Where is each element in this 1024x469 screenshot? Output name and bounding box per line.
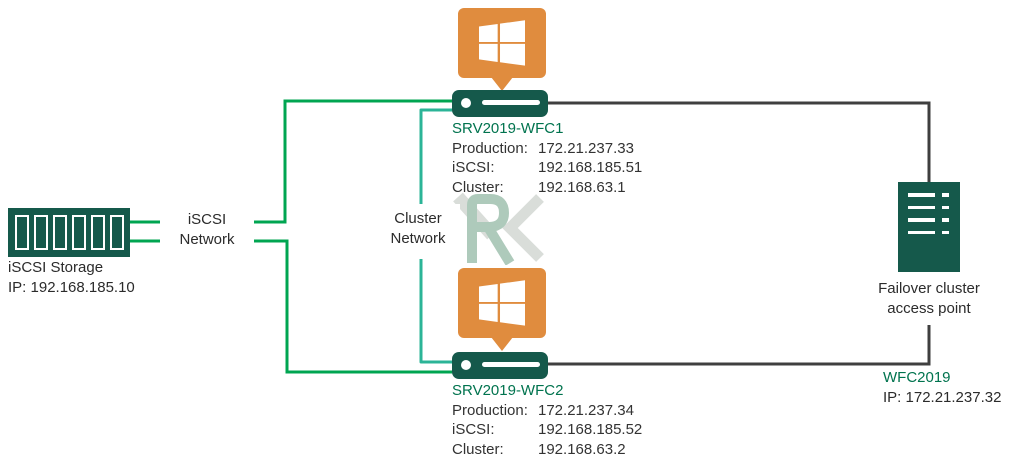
tower-row-icon — [908, 218, 949, 222]
row-label: Production: — [452, 401, 528, 419]
server1-info: SRV2019-WFC1 Production: 172.21.237.33 i… — [452, 119, 667, 197]
badge-pointer — [491, 337, 513, 351]
windows-badge-server1 — [458, 8, 546, 91]
server-slot-icon — [482, 362, 540, 367]
production-wire-server2 — [546, 325, 931, 366]
row-label: iSCSI: — [452, 421, 495, 438]
tower-line — [908, 230, 935, 234]
row-value: 192.168.63.2 — [538, 440, 626, 458]
tower-row-icon — [908, 230, 949, 234]
tower-row-icon — [908, 193, 949, 197]
tower-dot — [942, 193, 949, 197]
access-point-identity: WFC2019 IP: 172.21.237.32 — [883, 368, 1001, 408]
row-value: 172.21.237.34 — [538, 401, 634, 419]
disk-slot-icon — [14, 215, 29, 250]
storage-label: iSCSI Storage — [8, 259, 104, 276]
row-value: 192.168.185.52 — [538, 421, 643, 438]
tower-line — [908, 205, 935, 209]
iscsi-network-label-line2: Network — [179, 231, 235, 248]
tower-dot — [942, 205, 949, 209]
disk-slot-icon — [71, 215, 86, 250]
tower-line — [908, 193, 935, 197]
cluster-network-label: Cluster Network — [376, 204, 460, 259]
iscsi-storage-icon — [8, 208, 130, 257]
tower-dot — [942, 218, 949, 222]
windows-logo-icon — [479, 280, 525, 326]
tower-row-icon — [908, 205, 949, 209]
access-point-caption-line2: access point — [887, 300, 971, 317]
access-point-caption-line1: Failover cluster — [878, 280, 980, 297]
iscsi-wire-to-server2 — [130, 239, 452, 374]
row-value: 192.168.185.51 — [538, 159, 643, 176]
server2-production-row: Production: 172.21.237.34 — [452, 401, 667, 421]
row-value: 172.21.237.33 — [538, 139, 634, 157]
server-led-icon — [461, 360, 471, 370]
server1-name: SRV2019-WFC1 — [452, 120, 564, 137]
rk-watermark-logo — [453, 192, 544, 265]
server2-name: SRV2019-WFC2 — [452, 382, 564, 399]
access-point-caption: Failover cluster access point — [849, 279, 1009, 319]
iscsi-network-label-line1: iSCSI — [187, 211, 227, 228]
server2-node-icon — [452, 352, 548, 379]
windows-badge-server2 — [458, 268, 546, 351]
access-point-name: WFC2019 — [883, 369, 951, 386]
server1-node-icon — [452, 90, 548, 117]
server1-iscsi-row: iSCSI: 192.168.185.51 — [452, 158, 667, 178]
row-label: Production: — [452, 139, 528, 157]
disk-slot-icon — [90, 215, 105, 250]
storage-ip: IP: 192.168.185.10 — [8, 279, 135, 296]
row-label: Cluster: — [452, 178, 504, 196]
windows-logo-icon — [479, 20, 525, 66]
disk-slot-icon — [109, 215, 124, 250]
disk-slot-icon — [52, 215, 67, 250]
access-point-ip: IP: 172.21.237.32 — [883, 389, 1002, 406]
disk-slot-icon — [33, 215, 48, 250]
storage-caption: iSCSI Storage IP: 192.168.185.10 — [8, 258, 135, 298]
watermark-k-shape — [502, 194, 544, 262]
cluster-network-label-line1: Cluster — [394, 210, 442, 227]
server2-iscsi-row: iSCSI: 192.168.185.52 — [452, 420, 667, 440]
watermark-r-shape — [467, 194, 515, 265]
server2-info: SRV2019-WFC2 Production: 172.21.237.34 i… — [452, 381, 667, 459]
iscsi-network-label: iSCSI Network — [160, 206, 254, 258]
server-led-icon — [461, 98, 471, 108]
cluster-network-label-line2: Network — [390, 230, 446, 247]
badge-pointer — [491, 77, 513, 91]
server1-cluster-row: Cluster: 192.168.63.1 — [452, 178, 667, 198]
server2-cluster-row: Cluster: 192.168.63.2 — [452, 440, 667, 460]
server1-production-row: Production: 172.21.237.33 — [452, 139, 667, 159]
server-slot-icon — [482, 100, 540, 105]
row-label: iSCSI: — [452, 159, 495, 176]
access-point-tower-icon — [898, 182, 960, 272]
row-label: Cluster: — [452, 440, 504, 458]
tower-dot — [942, 230, 949, 234]
row-value: 192.168.63.1 — [538, 178, 626, 196]
tower-line — [908, 218, 935, 222]
